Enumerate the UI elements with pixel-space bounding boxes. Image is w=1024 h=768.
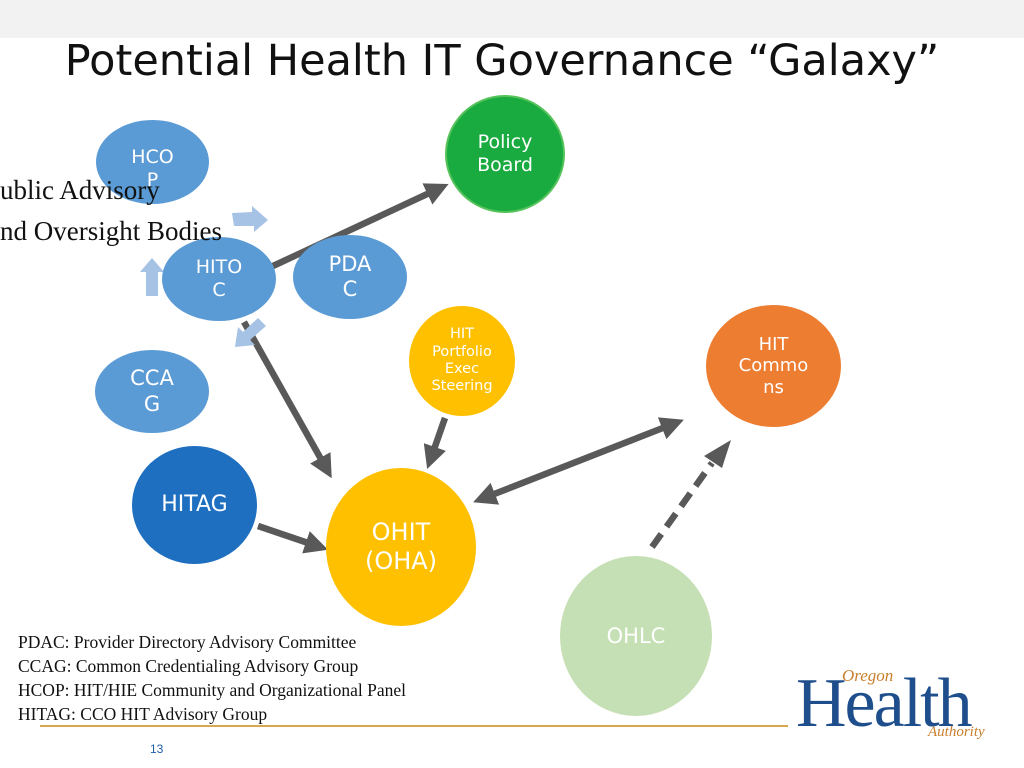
page-title: Potential Health IT Governance “Galaxy”	[64, 36, 940, 86]
arrow-hitag-to-ohit	[256, 522, 329, 554]
policy-board-label: Policy Board	[477, 131, 533, 176]
cycle-arrow-down-left	[235, 318, 266, 347]
hcop-node: HCO P	[96, 120, 209, 204]
logo-main-text: Health	[796, 665, 973, 742]
arrow-ohit-hit-commons	[473, 417, 684, 505]
ohlc-label: OHLC	[606, 624, 666, 648]
policy-board-node: Policy Board	[445, 95, 565, 213]
cycle-arrow-right	[232, 206, 268, 232]
legend-item-hcop: HCOP: HIT/HIE Community and Organization…	[18, 680, 407, 700]
arrow-portfolio-to-ohit	[423, 416, 449, 470]
hitoc-label: HITO C	[195, 256, 243, 301]
pdac-node: PDA C	[293, 235, 407, 319]
logo-top-text: Oregon	[842, 666, 894, 685]
hit-portfolio-label: HIT Portfolio Exec Steering	[431, 326, 493, 395]
cycle-arrow-up	[140, 258, 164, 296]
dashed-arrow-head	[704, 440, 731, 468]
oregon-health-authority-logo: Health Oregon Authority	[796, 664, 1006, 746]
legend: PDAC: Provider Directory Advisory Commit…	[18, 630, 406, 726]
top-bar	[0, 0, 1024, 38]
legend-item-hitag: HITAG: CCO HIT Advisory Group	[18, 704, 268, 724]
ccag-label: CCA G	[130, 366, 174, 416]
hitag-label: HITAG	[161, 491, 228, 517]
logo-bottom-text: Authority	[928, 724, 985, 740]
public-advisory-overlay: ublic Advisory nd Oversight Bodies	[0, 175, 222, 246]
arrow-hitoc-to-ohit	[241, 320, 332, 479]
legend-item-pdac: PDAC: Provider Directory Advisory Commit…	[18, 632, 357, 652]
page-number: 13	[150, 742, 164, 756]
dashed-arrow-ohlc-to-hit-commons	[649, 461, 715, 549]
ccag-node: CCA G	[95, 350, 209, 433]
arrow-hitoc-to-policy-board	[271, 183, 449, 269]
pdac-label: PDA C	[328, 251, 372, 301]
hcop-label: HCO P	[131, 146, 174, 191]
hitag-node: HITAG	[132, 446, 257, 564]
hit-portfolio-exec-steering-node: HIT Portfolio Exec Steering	[409, 306, 515, 416]
ohlc-node: OHLC	[560, 556, 712, 716]
hitoc-node: HITO C	[162, 237, 276, 321]
ohit-node: OHIT (OHA)	[326, 468, 476, 626]
hit-commons-label: HIT Commo ns	[738, 333, 809, 398]
footer-rule	[40, 725, 788, 727]
ohit-label: OHIT (OHA)	[364, 518, 438, 575]
hit-commons-node: HIT Commo ns	[706, 305, 841, 427]
legend-item-ccag: CCAG: Common Credentialing Advisory Grou…	[18, 656, 359, 676]
